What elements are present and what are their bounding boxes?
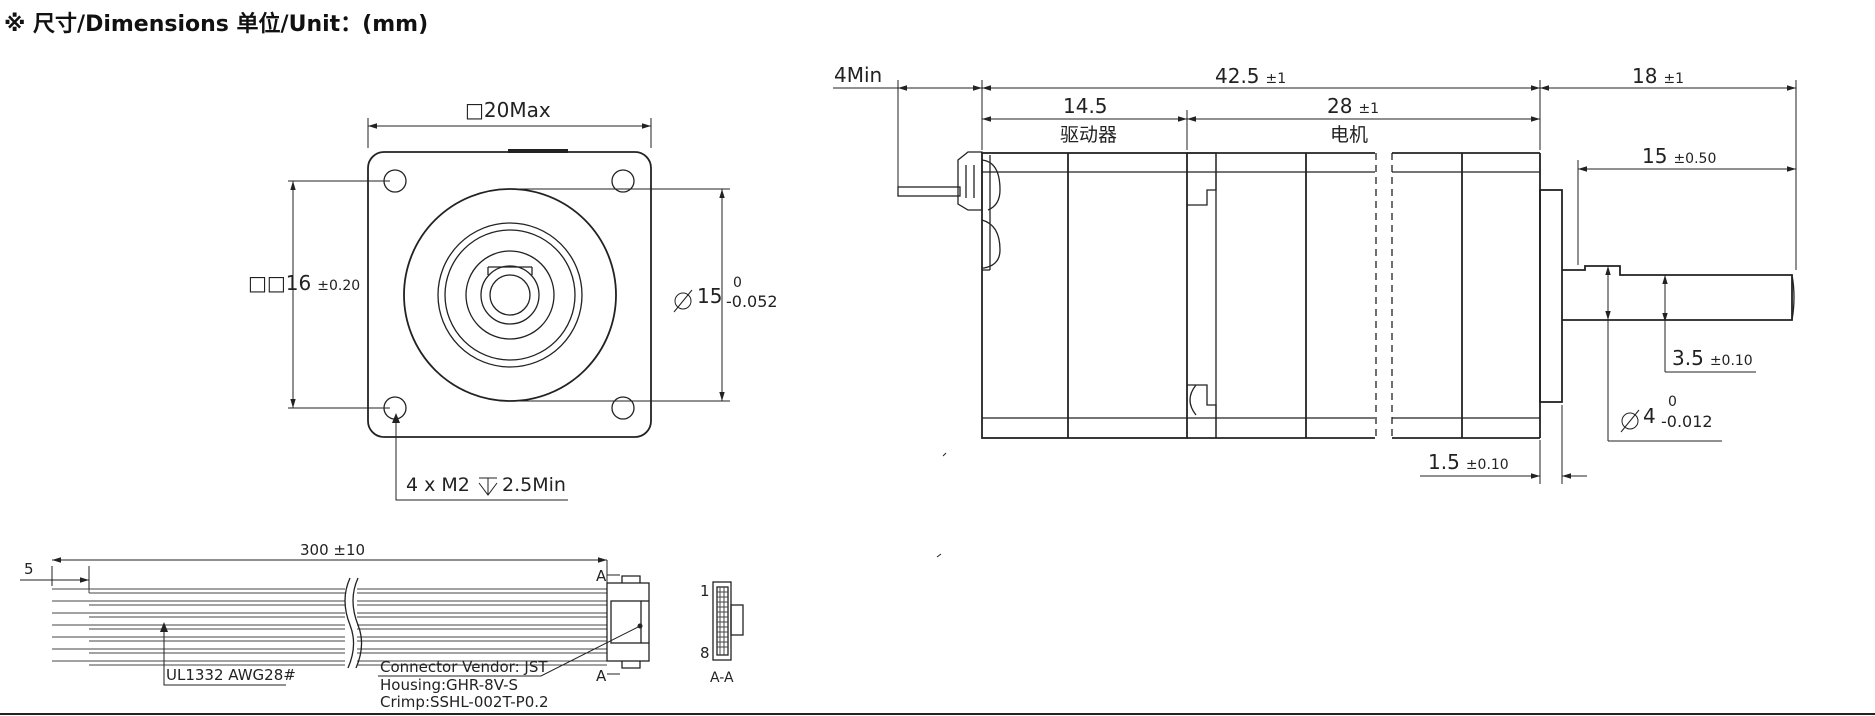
pilot-boss — [403, 188, 617, 402]
driver-label: 驱动器 — [1060, 124, 1117, 146]
side-view: 4Min 42.5±1 18±1 14.5 驱动器 28±1 电机 15±0.5… — [833, 63, 1797, 558]
page-title: ※ 尺寸/Dimensions 单位/Unit：(mm) — [4, 12, 429, 37]
hole-depth-label: 2.5Min — [502, 474, 566, 496]
cable-connector — [606, 575, 650, 669]
flat-cable-wires — [52, 588, 607, 666]
pilot-tol-lower: -0.052 — [726, 292, 778, 311]
shaft-collar — [480, 265, 540, 325]
pin-last-label: 8 — [700, 644, 710, 662]
pin-first-label: 1 — [700, 582, 710, 600]
housing-label: Housing:GHR-8V-S — [380, 676, 518, 694]
output-shaft — [1562, 265, 1793, 321]
hole-leader — [395, 419, 568, 501]
section-a-a-view — [712, 581, 744, 661]
driver-back-cap — [982, 155, 991, 271]
driver-body — [981, 152, 1188, 439]
depth-symbol — [478, 477, 498, 496]
diameter-symbol-pilot — [673, 289, 693, 313]
cable-length-label: 300 ±10 — [300, 541, 365, 559]
bearing-inner — [465, 250, 555, 340]
wire-spec-label: UL1332 AWG28# — [166, 666, 296, 684]
connector-detail — [965, 165, 975, 198]
wire-spec-leader — [163, 627, 286, 686]
shaft-length-label: 18±1 — [1632, 64, 1684, 88]
cable-break-left — [344, 577, 355, 669]
square-pitch-label: □□16±0.20 — [248, 271, 360, 295]
crimp-label: Crimp:SSHL-002T-P0.2 — [380, 693, 549, 711]
pilot-dia-label: 15 — [697, 284, 722, 308]
motor-step-top — [1187, 152, 1217, 206]
total-length-label: 42.5±1 — [1215, 64, 1286, 88]
bearing-race — [444, 229, 576, 361]
cable-break-right — [352, 577, 363, 669]
square-max-label: □20Max — [465, 98, 551, 122]
section-mark-bottom: A — [596, 667, 607, 685]
front-view: □20Max □□16±0.20 15 0 -0.052 4 x M2 2.5M… — [248, 98, 778, 501]
bearing-outer — [437, 222, 583, 368]
shaft-flat — [487, 266, 533, 275]
cable-drawing: 5 300 ±10 — [20, 541, 744, 711]
connector-latch — [981, 159, 1001, 211]
connector-min-label: 4Min — [834, 63, 882, 87]
connector-pins — [897, 186, 961, 197]
motor-label: 电机 — [1330, 124, 1368, 146]
connector-clip — [981, 219, 1001, 269]
mount-hole-br — [611, 396, 635, 420]
driver-length-label: 14.5 — [1063, 94, 1108, 118]
shaft-tol-upper: 0 — [1668, 394, 1677, 410]
flat-depth-label: 3.5±0.10 — [1672, 346, 1753, 370]
motor-length-label: 28±1 — [1327, 94, 1379, 118]
flange-notch-mark — [508, 149, 568, 153]
diameter-symbol-shaft — [1620, 409, 1640, 433]
section-label: A-A — [710, 670, 734, 686]
section-mark-top: A — [596, 567, 607, 585]
pilot-height-label: 1.5±0.10 — [1428, 450, 1509, 474]
pilot — [1539, 189, 1563, 403]
motor-flange-outline — [367, 151, 652, 438]
mount-hole-tr — [611, 169, 635, 193]
connector-vendor-leader — [378, 625, 641, 677]
flat-length-label: 15±0.50 — [1642, 144, 1716, 168]
shaft-dia-label: 4 — [1643, 404, 1656, 428]
shaft-end — [489, 274, 531, 316]
strip-length-label: 5 — [24, 560, 34, 578]
holes-label: 4 x M2 — [406, 474, 470, 496]
connector-housing — [957, 151, 983, 211]
pilot-tol-upper: 0 — [733, 275, 742, 291]
connector-vendor-label: Connector Vendor: JST — [380, 658, 548, 676]
shaft-tol-lower: -0.012 — [1661, 412, 1713, 431]
